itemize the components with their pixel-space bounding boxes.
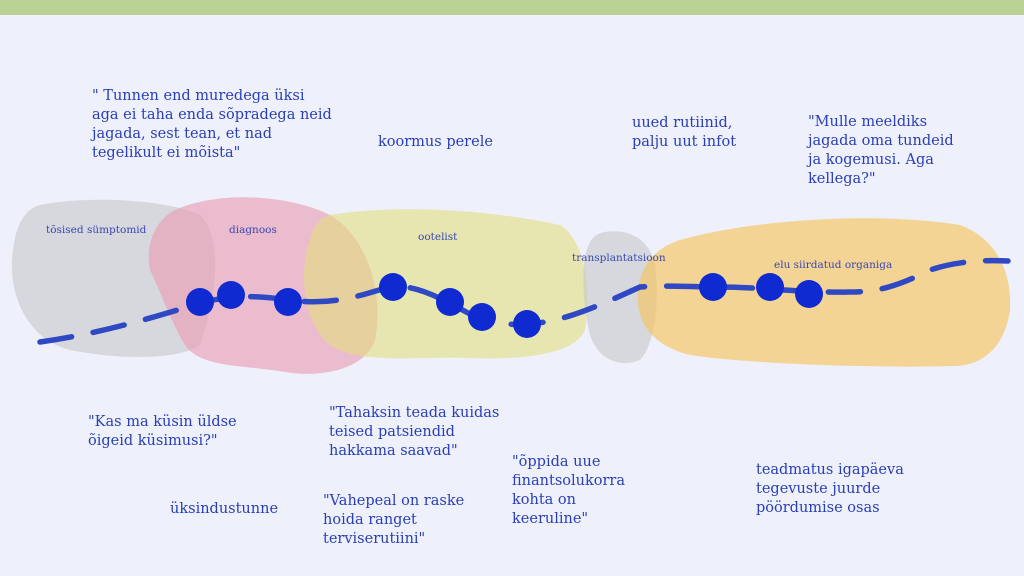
stage-label-transplant: transplantatsioon bbox=[572, 252, 666, 264]
top-bar bbox=[0, 0, 1024, 15]
journey-dots bbox=[186, 273, 823, 338]
journey-dot bbox=[699, 273, 727, 301]
note-new-routines: uued rutiinid, palju uut infot bbox=[632, 115, 737, 150]
note-family-burden: koormus perele bbox=[378, 134, 493, 150]
stage-label-waiting: ootelist bbox=[418, 231, 458, 243]
quote-other-patients: "Tahaksin teada kuidas teised patsiendid… bbox=[329, 405, 500, 459]
journey-dot bbox=[756, 273, 784, 301]
journey-dot bbox=[186, 288, 214, 316]
stage-label-diagnosis: diagnoos bbox=[229, 224, 277, 236]
journey-dot bbox=[436, 288, 464, 316]
journey-dot bbox=[217, 281, 245, 309]
journey-dot bbox=[379, 273, 407, 301]
journey-dot bbox=[513, 310, 541, 338]
quote-alone-with-worries: " Tunnen end muredega üksi aga ei taha e… bbox=[92, 88, 332, 161]
quote-share-feelings: "Mulle meeldiks jagada oma tundeid ja ko… bbox=[808, 114, 954, 187]
quote-right-questions: "Kas ma küsin üldse õigeid küsimusi?" bbox=[88, 414, 237, 449]
journey-dot bbox=[795, 280, 823, 308]
quote-financial-situation: "õppida uue finantsolukorra kohta on kee… bbox=[512, 454, 625, 527]
stage-label-symptoms: tõsised sümptomid bbox=[46, 224, 147, 236]
quote-health-routine: "Vahepeal on raske hoida ranget terviser… bbox=[323, 493, 465, 547]
journey-dot bbox=[468, 303, 496, 331]
note-daily-activities: teadmatus igapäeva tegevuste juurde pöör… bbox=[756, 462, 904, 516]
note-loneliness: üksindustunne bbox=[170, 501, 279, 517]
stage-label-life-after: elu siirdatud organiga bbox=[774, 259, 893, 271]
stage-blob-life-after bbox=[637, 218, 1011, 367]
journey-dot bbox=[274, 288, 302, 316]
